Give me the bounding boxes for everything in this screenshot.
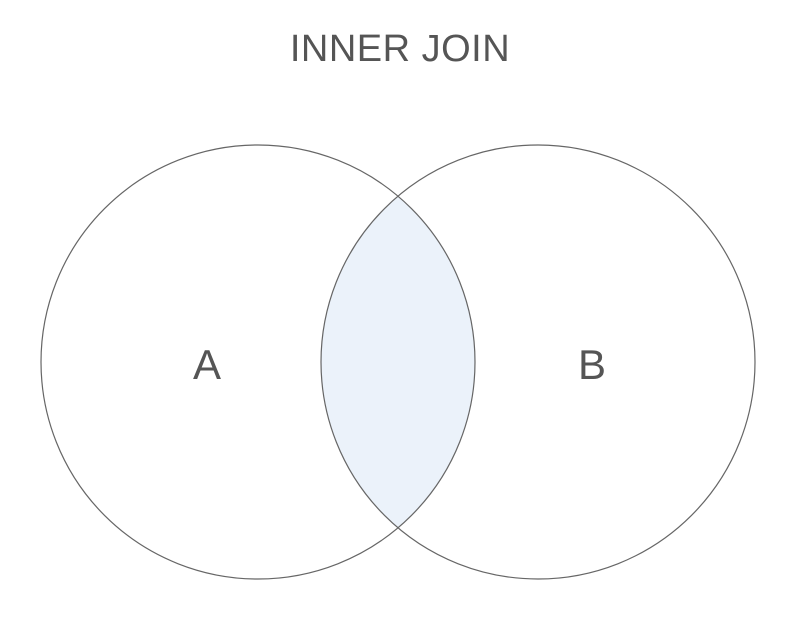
set-a-label: A [193, 341, 221, 388]
intersection-region [320, 196, 476, 528]
circle-a [40, 144, 476, 580]
circle-b [320, 144, 756, 580]
diagram-title: INNER JOIN [290, 28, 510, 70]
set-b-label: B [578, 341, 606, 388]
